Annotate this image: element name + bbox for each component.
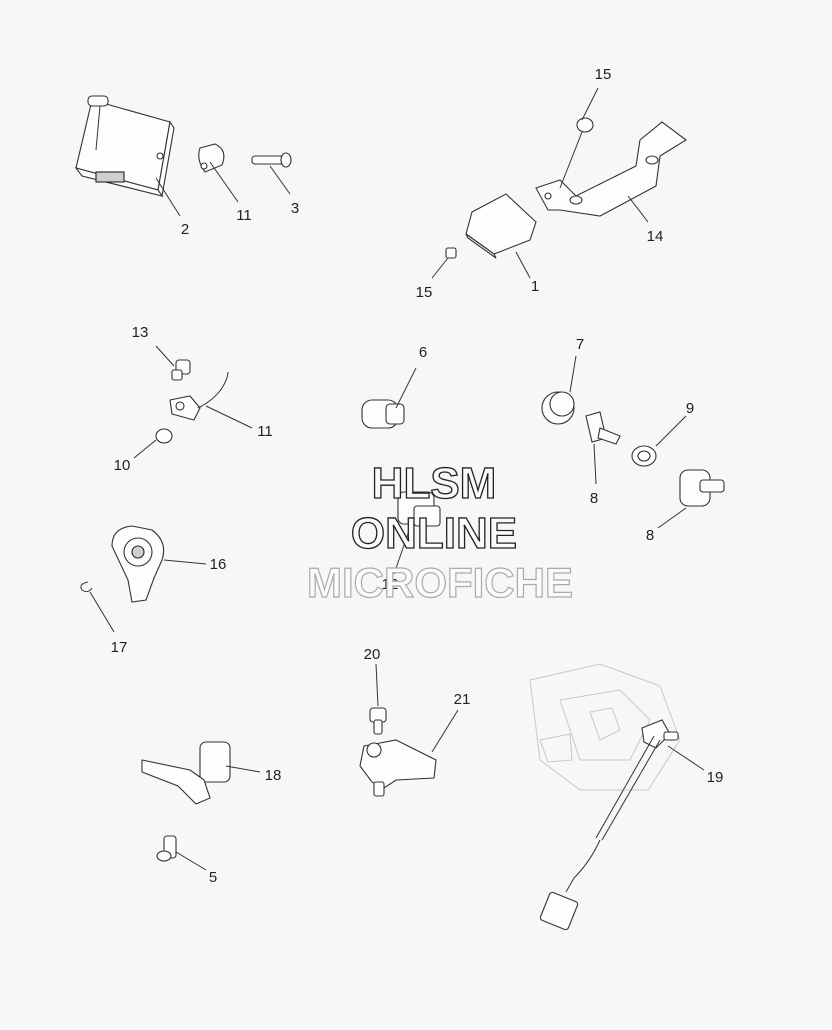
leader-4 xyxy=(209,161,239,203)
part-13-bolt xyxy=(171,359,191,381)
callout-19: 19 xyxy=(707,769,724,786)
watermark-line-3: MICROFICHE xyxy=(307,559,573,606)
leader-19 xyxy=(667,745,705,771)
callout-5: 5 xyxy=(209,869,217,886)
part-17-clip xyxy=(80,581,93,593)
watermark: HLSM ONLINE MICROFICHE xyxy=(306,458,573,606)
leader-18 xyxy=(225,765,261,773)
leader-3 xyxy=(269,165,291,195)
part-2-control-module xyxy=(74,95,175,198)
leader-11 xyxy=(205,405,253,429)
part-5-pin xyxy=(156,835,177,862)
leader-20 xyxy=(375,663,379,707)
callout-12: 12 xyxy=(382,576,399,593)
leader-8-switch xyxy=(657,507,687,529)
leader-21 xyxy=(431,709,459,753)
callout-8-terminal: 8 xyxy=(590,490,598,507)
callout-13: 13 xyxy=(132,324,149,341)
leader-17 xyxy=(89,591,115,633)
part-6-sensor xyxy=(361,399,405,429)
leader-15-bottom xyxy=(431,257,449,279)
leader-9 xyxy=(655,415,687,447)
watermark-line-1: HLSM xyxy=(372,459,497,508)
leader-8-terminal xyxy=(593,443,597,485)
leader-14 xyxy=(627,195,649,223)
leader-2 xyxy=(155,177,181,217)
leader-12 xyxy=(393,527,411,575)
callout-6: 6 xyxy=(419,344,427,361)
callout-11: 11 xyxy=(257,423,273,440)
callout-21: 21 xyxy=(454,691,471,708)
part-12-sensor xyxy=(397,491,441,527)
callout-4: 11 xyxy=(236,207,252,224)
leader-10 xyxy=(133,439,157,459)
part-11-sensor xyxy=(169,371,229,421)
leader-6 xyxy=(395,367,417,409)
part-16-knock-sensor xyxy=(111,525,165,603)
part-15-bolt-top xyxy=(576,117,594,133)
callout-3: 3 xyxy=(291,200,299,217)
part-4-clip xyxy=(198,143,225,173)
part-3-pin xyxy=(251,152,292,168)
leader-lines xyxy=(89,87,705,871)
callout-15-top: 15 xyxy=(595,66,612,83)
watermark-line-2: ONLINE xyxy=(351,509,517,558)
callout-16: 16 xyxy=(210,556,227,573)
callout-9: 9 xyxy=(686,400,694,417)
callout-20: 20 xyxy=(364,646,381,663)
part-21-map-sensor xyxy=(359,739,437,797)
callout-1: 1 xyxy=(531,278,539,295)
leader-15-top-a xyxy=(581,87,599,121)
part-8-terminal xyxy=(585,411,621,445)
leader-16 xyxy=(163,559,207,565)
callout-17: 17 xyxy=(111,639,128,656)
callout-10: 10 xyxy=(114,457,131,474)
leader-13 xyxy=(155,345,175,367)
callout-14: 14 xyxy=(647,228,664,245)
callout-15-bottom: 15 xyxy=(416,284,433,301)
part-19-lever-sensor xyxy=(529,663,681,931)
leader-5 xyxy=(175,851,207,871)
part-14-bracket xyxy=(535,121,687,217)
part-9-washer xyxy=(631,445,657,467)
leader-15-top-b xyxy=(559,131,583,189)
callout-labels: 2 11 3 15 14 1 15 13 11 10 6 7 8 9 8 12 … xyxy=(111,66,724,886)
leader-1 xyxy=(515,251,531,279)
part-20-bolt xyxy=(369,707,387,735)
part-8-switch xyxy=(679,469,725,507)
callout-2: 2 xyxy=(181,221,189,238)
callout-18: 18 xyxy=(265,767,282,784)
part-15-bolt-bottom xyxy=(445,247,457,259)
part-18-sensor xyxy=(141,741,231,805)
part-10-plug xyxy=(155,428,173,444)
callout-8-switch: 8 xyxy=(646,527,654,544)
part-1-cover xyxy=(465,193,537,259)
leader-7 xyxy=(569,355,577,393)
callout-7: 7 xyxy=(576,336,584,353)
part-7-cap xyxy=(541,391,575,425)
